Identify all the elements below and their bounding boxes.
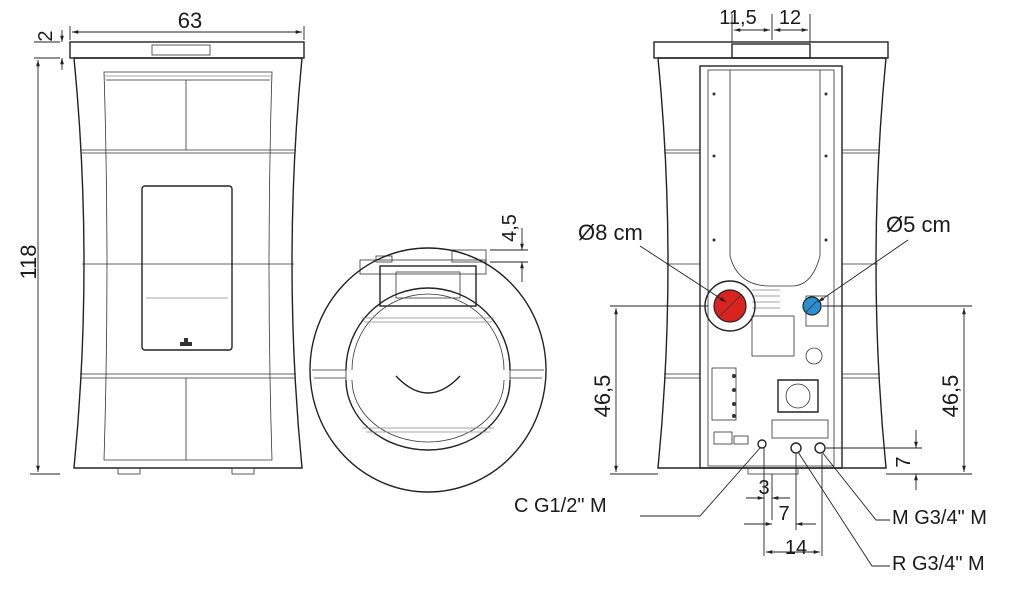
front-door-glass <box>141 185 233 351</box>
top-back-box <box>359 259 487 275</box>
front-dimensions: 63 2 118 <box>16 8 305 475</box>
dim-bottom-7: 7 <box>778 503 789 525</box>
top-outer-ring <box>309 247 547 493</box>
dim-front-top-gap: 2 <box>35 30 57 41</box>
front-top-vent <box>151 44 211 56</box>
label-flue-outlet: Ø8 cm <box>578 220 643 245</box>
dim-rear-small-height: 7 <box>893 456 915 467</box>
label-air-inlet: Ø5 cm <box>886 212 951 237</box>
rear-flue-channel <box>729 70 821 287</box>
dim-rear-left-height: 46,5 <box>590 375 615 418</box>
rear-top-vent <box>731 43 811 59</box>
top-bowl <box>395 375 461 394</box>
dim-bottom-3: 3 <box>758 477 769 499</box>
dim-rear-right-height: 46,5 <box>938 375 963 418</box>
rear-pump <box>777 379 819 413</box>
rear-access-plate <box>751 315 795 357</box>
dim-top-offset: 4,5 <box>499 214 521 242</box>
front-logo-icon <box>180 338 192 346</box>
rear-view <box>653 41 889 475</box>
dim-rear-top-right: 12 <box>779 7 801 29</box>
front-view <box>69 41 305 475</box>
front-top-plate <box>69 41 305 59</box>
label-connection-r: R G3/4" M <box>892 553 985 575</box>
dim-front-height: 118 <box>16 244 41 279</box>
label-connection-c: C G1/2" M <box>514 495 607 517</box>
rear-dimensions: 11,5 12 46,5 46,5 7 3 7 14 Ø8 cm Ø5 <box>514 7 987 575</box>
front-foot-left <box>117 467 141 475</box>
front-foot-right <box>231 467 255 475</box>
front-body-outline <box>73 57 303 469</box>
top-view <box>309 247 547 493</box>
top-dimensions: 4,5 <box>490 214 528 282</box>
dim-front-width: 63 <box>178 8 202 33</box>
top-control-panel <box>379 265 477 307</box>
connection-c-icon <box>757 439 767 449</box>
rear-inner-panel <box>699 65 843 469</box>
connection-m-icon <box>814 442 826 454</box>
top-inner-ring <box>345 379 511 451</box>
dim-rear-top-left: 11,5 <box>719 7 756 29</box>
rear-body-outline <box>657 57 887 469</box>
rear-electric-box <box>711 367 737 421</box>
connection-r-icon <box>790 442 802 454</box>
label-connection-m: M G3/4" M <box>892 507 987 529</box>
front-inner-panel <box>103 71 273 461</box>
dim-bottom-14: 14 <box>785 537 807 559</box>
